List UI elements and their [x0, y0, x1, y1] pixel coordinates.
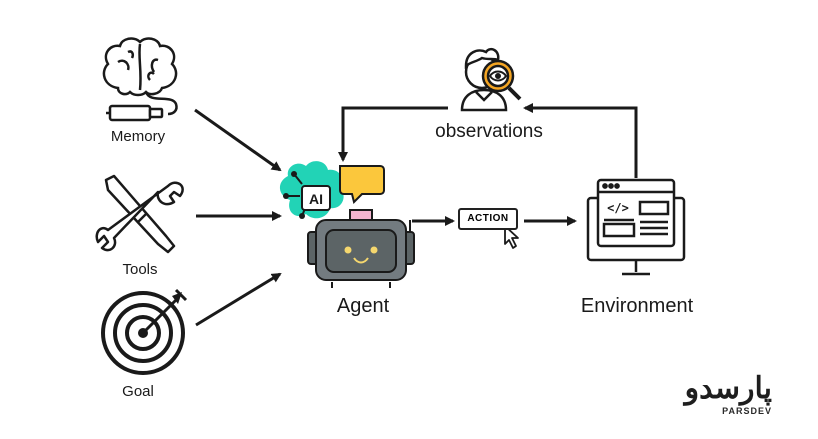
goal-label: Goal — [122, 383, 154, 400]
memory-label: Memory — [110, 128, 166, 145]
wrench-screwdriver-icon — [95, 174, 184, 254]
agent-label: Agent — [336, 295, 390, 317]
observer-magnifier-icon — [460, 48, 522, 112]
action-tag: ACTION — [458, 208, 518, 230]
tools-label: Tools — [122, 261, 158, 278]
environment-label: Environment — [580, 295, 694, 317]
arrow-goal-to-agent — [195, 272, 282, 327]
svg-text:</>: </> — [607, 201, 629, 215]
observations-label: observations — [435, 121, 543, 142]
robot-icon: AI — [279, 161, 415, 288]
brand-logo: پارسدو PARSDEV — [672, 371, 772, 417]
arrow-memory-to-agent — [194, 108, 282, 172]
brand-name: پارسدو — [684, 371, 772, 406]
arrow-observations-to-agent — [338, 106, 448, 162]
ai-badge: AI — [309, 191, 323, 207]
cursor-icon — [504, 225, 519, 249]
target-icon — [101, 288, 188, 375]
arrow-environment-to-observations — [523, 103, 638, 178]
arrows — [194, 103, 638, 327]
browser-monitor-icon: </> — [586, 178, 686, 276]
brain-icon — [102, 37, 178, 122]
brand-subtitle: PARSDEV — [722, 406, 772, 416]
